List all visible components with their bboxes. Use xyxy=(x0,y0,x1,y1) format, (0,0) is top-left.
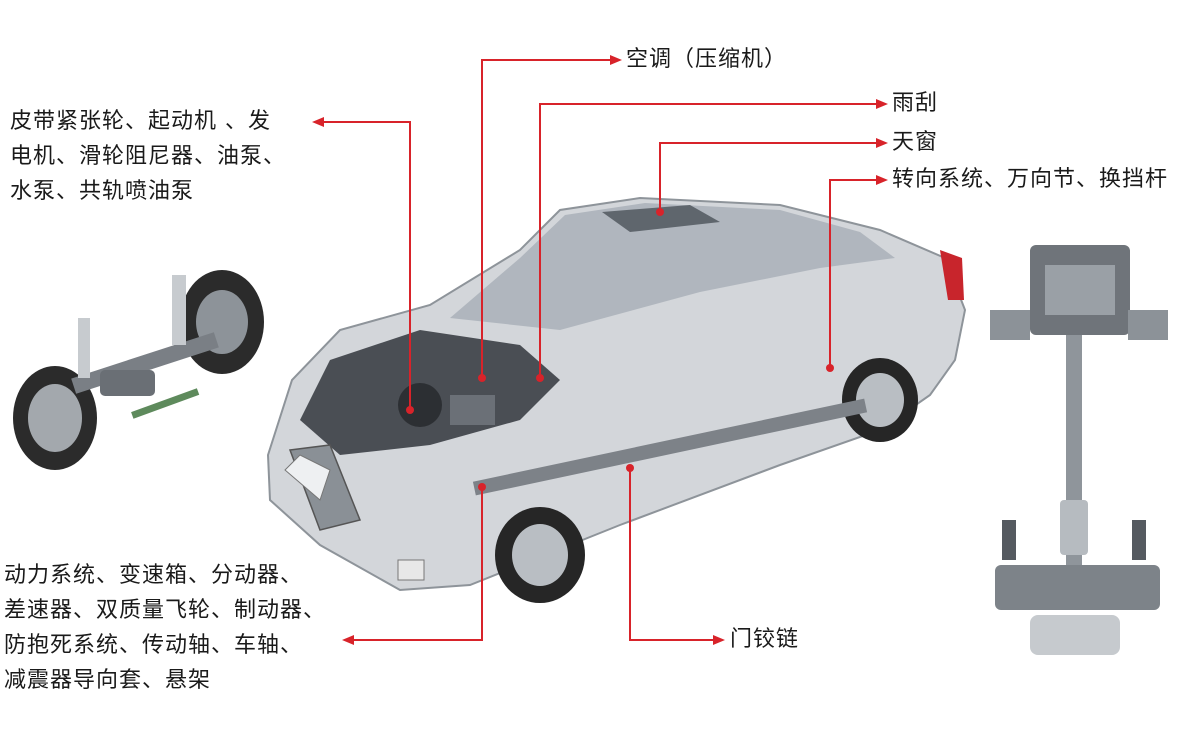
leader-markers xyxy=(312,55,888,645)
sunroof-label: 天窗 xyxy=(892,130,939,155)
leader-door-hinge xyxy=(629,468,715,641)
door-hinge-label: 门铰链 xyxy=(730,627,800,652)
car-cutaway-image xyxy=(266,196,967,603)
belt-group-line-3: 水泵、共轨喷油泵 xyxy=(10,179,195,204)
leader-wiper xyxy=(539,103,878,378)
leader-belt-group xyxy=(322,121,411,410)
leader-lines xyxy=(322,59,878,641)
belt-group-line-1: 皮带紧张轮、起动机 、发 xyxy=(10,109,271,134)
ac-label: 空调（压缩机） xyxy=(626,47,788,72)
belt-group-label: 皮带紧张轮、起动机 、发 电机、滑轮阻尼器、油泵、 水泵、共轨喷油泵 xyxy=(10,104,286,209)
chassis-drivetrain-image xyxy=(990,245,1168,655)
leader-sunroof xyxy=(659,142,878,212)
leader-drivetrain-group xyxy=(352,487,483,641)
drivetrain-group-line-4: 减震器导向套、悬架 xyxy=(4,668,212,693)
drivetrain-group-line-1: 动力系统、变速箱、分动器、 xyxy=(4,563,304,588)
steering-label: 转向系统、万向节、换挡杆 xyxy=(892,167,1169,192)
drivetrain-group-line-2: 差速器、双质量飞轮、制动器、 xyxy=(4,598,327,623)
drivetrain-group-label: 动力系统、变速箱、分动器、 差速器、双质量飞轮、制动器、 防抱死系统、传动轴、车… xyxy=(4,558,326,698)
leader-steering xyxy=(829,179,878,368)
drivetrain-group-line-3: 防抱死系统、传动轴、车轴、 xyxy=(4,633,304,658)
front-suspension-assembly-image xyxy=(13,270,264,470)
belt-group-line-2: 电机、滑轮阻尼器、油泵、 xyxy=(10,144,287,169)
wiper-label: 雨刮 xyxy=(892,91,939,116)
leader-ac xyxy=(481,59,612,378)
